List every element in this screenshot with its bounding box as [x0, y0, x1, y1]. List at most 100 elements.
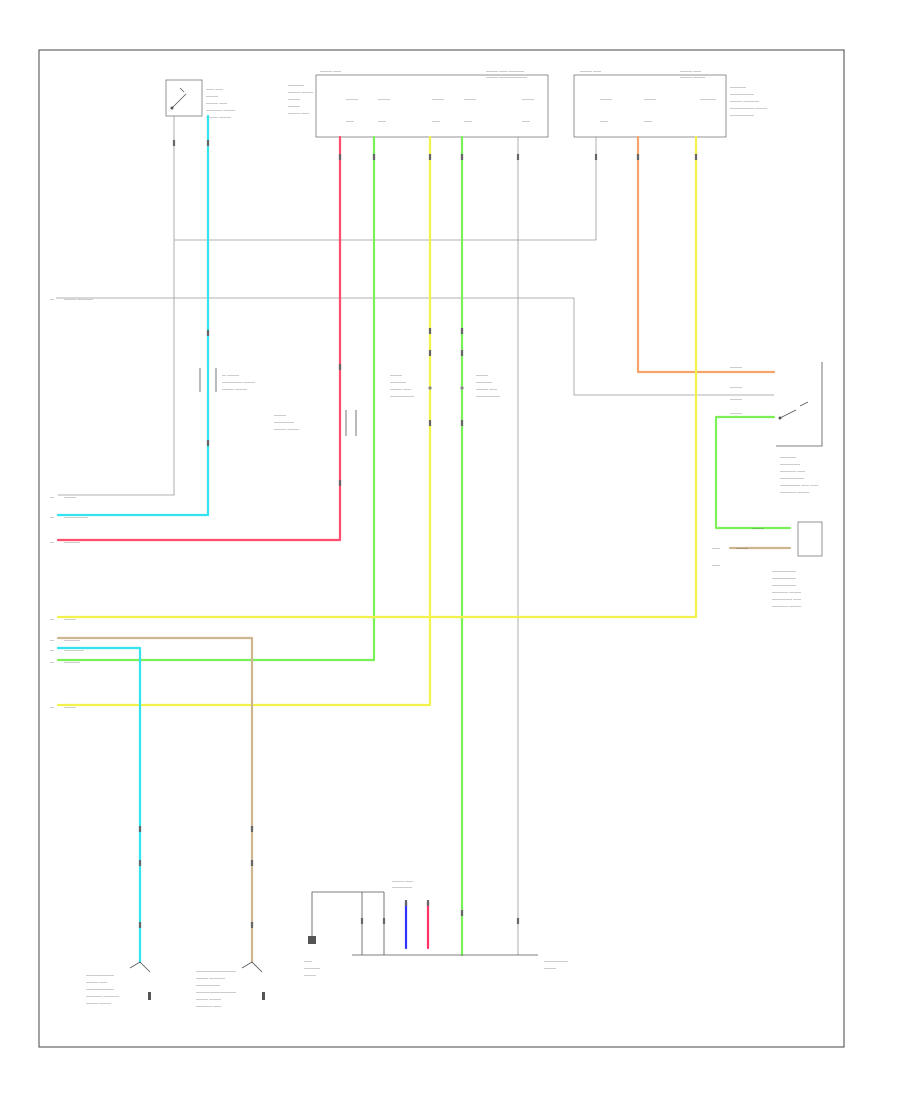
svg-text:—: — [50, 659, 54, 664]
svg-text:——— ——: ——— —— [476, 386, 497, 391]
svg-text:——— ———: ——— ——— [680, 74, 705, 79]
svg-text:——————————: —————————— [196, 968, 236, 973]
svg-text:——: —— [464, 118, 472, 123]
svg-text:——————: —————— [772, 568, 796, 573]
svg-text:———: ——— [64, 616, 76, 621]
right-switch-component: ——— ——— ——— ——— ———— ————— ———— —— —————… [730, 362, 823, 494]
svg-text:——: —— [346, 118, 354, 123]
connector-segments [138, 140, 698, 928]
svg-text:——— ——: ——— —— [392, 878, 413, 883]
passenger-door-switch: —————————— ——— ———— —————— —————————— ——… [196, 961, 265, 1008]
svg-text:——: —— [644, 118, 652, 123]
svg-text:———— ——: ———— —— [196, 1003, 221, 1008]
svg-text:————: ———— [780, 454, 796, 459]
svg-text:——— ——: ——— —— [580, 68, 601, 73]
ground-cluster: —— ———— ——— ——— —— ————— —————— ——— [304, 878, 568, 977]
svg-text:——: —— [522, 118, 530, 123]
svg-text:——————: —————— [780, 475, 804, 480]
svg-text:——————: —————— [64, 514, 88, 519]
svg-text:—: — [50, 514, 54, 519]
gray-wire-left-branch [56, 297, 774, 396]
green-wire-right-loop [714, 415, 792, 530]
svg-text:——— ———: ——— ——— [222, 386, 247, 391]
svg-text:———— ———: ———— ——— [772, 589, 801, 594]
svg-text:——— ————: ——— ———— [196, 975, 225, 980]
cyan-wire-top [56, 114, 210, 517]
svg-text:———: ——— [752, 525, 764, 530]
svg-text:————: ———— [304, 965, 320, 970]
svg-text:————: ———— [64, 637, 80, 642]
svg-text:——————: —————— [476, 393, 500, 398]
door-switch-component: —— —— ——— ——— —— ———— ——— ——— ——— [165, 79, 235, 119]
red-wire [56, 135, 342, 542]
svg-text:———: ——— [206, 93, 218, 98]
svg-text:———: ——— [304, 972, 316, 977]
door-unlock-switch-mid: — ——— ————— ——— ——— ——— [199, 368, 255, 392]
driver-door-switch: ——————— ——— —— ——————— ———— ———— ——— ——— [86, 961, 151, 1005]
svg-text:——— ——: ——— —— [206, 100, 227, 105]
svg-text:——— ———: ——— ——— [206, 114, 231, 119]
svg-text:——— ————: ——— ———— [730, 98, 759, 103]
svg-text:——————: —————— [772, 582, 796, 587]
svg-text:——— ———————: ——— ——————— [486, 74, 527, 79]
svg-text:———: ——— [644, 96, 656, 101]
gray-wire-door [58, 116, 175, 496]
svg-text:——: —— [712, 562, 720, 567]
svg-text:—————: ————— [64, 647, 84, 652]
green-wire-upper [56, 135, 376, 662]
tan-wire [56, 636, 254, 964]
svg-text:——— ———: ——— ——— [288, 89, 313, 94]
svg-text:—————: ————— [392, 884, 412, 889]
svg-text:————: ———— [700, 96, 716, 101]
svg-text:———: ——— [378, 96, 390, 101]
svg-text:———: ——— [522, 96, 534, 101]
key-reminder-switch-mid: ——— ————— ——— ——— [274, 410, 357, 436]
svg-text:——— ——: ——— —— [288, 110, 309, 115]
svg-text:—: — [50, 494, 54, 499]
orange-wire [636, 135, 776, 374]
svg-text:——— ———: ——— ——— [274, 426, 299, 431]
svg-text:—— ——: —— —— [206, 86, 223, 91]
gray-wire-ground-bus [174, 137, 597, 241]
svg-text:——— ——: ——— —— [680, 68, 701, 73]
svg-text:———: ——— [346, 96, 358, 101]
svg-text:———: ——— [730, 364, 742, 369]
svg-text:——————: —————— [544, 958, 568, 963]
svg-text:———— ———: ———— ——— [206, 107, 235, 112]
svg-text:——: —— [600, 118, 608, 123]
svg-text:—: — [50, 647, 54, 652]
svg-text:—————— ———: —————— ——— [730, 105, 767, 110]
junction-block-component: ——— —— ——— —— ———— ——— ——————— ———— ——— … [288, 68, 549, 138]
svg-text:——————: —————— [730, 112, 754, 117]
diagram-frame [38, 49, 845, 1048]
svg-text:————: ———— [288, 82, 304, 87]
svg-text:———: ——— [464, 96, 476, 101]
svg-text:———: ——— [600, 96, 612, 101]
svg-text:————: ———— [64, 659, 80, 664]
svg-text:————: ———— [730, 84, 746, 89]
svg-text:—: — [50, 296, 54, 301]
svg-text:————: ———— [476, 379, 492, 384]
svg-text:———————: ——————— [86, 972, 114, 977]
svg-text:——————: —————— [196, 982, 220, 987]
sensor-component: ——— ——— —— —— —————— —————— —————— ———— … [712, 521, 823, 608]
svg-text:——————: —————— [730, 91, 754, 96]
svg-text:——: —— [378, 118, 386, 123]
svg-text:———— ———: ———— ——— [772, 603, 801, 608]
svg-text:——— ————: ——— ———— [64, 296, 93, 301]
cyan-wire-lower [56, 646, 142, 964]
svg-text:——— —— ————: ——— —— ———— [486, 68, 524, 73]
svg-text:—: — [50, 704, 54, 709]
svg-text:———: ——— [288, 96, 300, 101]
left-wire-labels: — ——— ———— — ——— — —————— — ———— — ——— —… [50, 296, 93, 709]
svg-text:———: ——— [730, 384, 742, 389]
svg-text:——————: —————— [772, 575, 796, 580]
svg-text:——: —— [304, 958, 312, 963]
fuse-box-component: ——— —— ——— —— ——— ——— ——— —— ——— —— ————… [573, 68, 767, 138]
svg-text:———: ——— [544, 965, 556, 970]
svg-text:—————: ————— [274, 419, 294, 424]
svg-text:———: ——— [730, 396, 742, 401]
svg-text:———: ——— [476, 372, 488, 377]
svg-text:——— ——: ——— —— [86, 979, 107, 984]
